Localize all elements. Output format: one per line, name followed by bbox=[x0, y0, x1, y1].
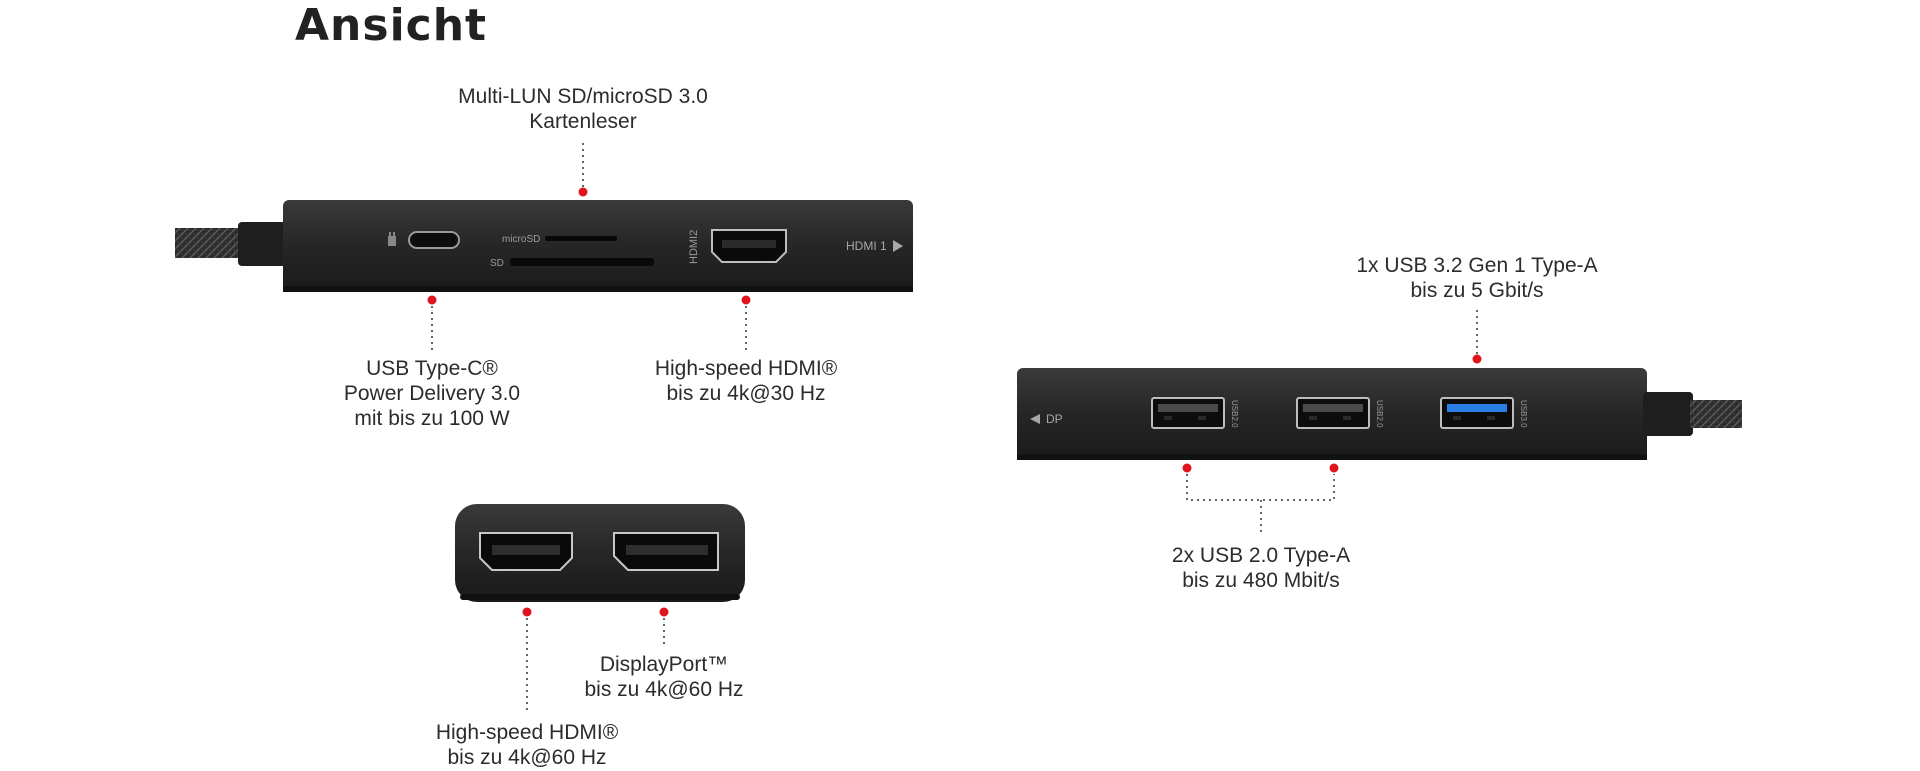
sd-slot bbox=[510, 258, 654, 266]
hub-top-body bbox=[283, 200, 913, 292]
callout-usb-c-line2: Power Delivery 3.0 bbox=[343, 382, 521, 405]
callout-displayport: DisplayPort™ bis zu 4k@60 Hz bbox=[554, 652, 774, 702]
hdmi2-port-label: HDMI2 bbox=[688, 230, 700, 264]
left-arrow-icon bbox=[1030, 414, 1040, 424]
usb30-port bbox=[1440, 397, 1514, 429]
callout-card-reader-line2: Kartenleser bbox=[529, 110, 637, 133]
cable-left bbox=[175, 228, 245, 258]
usb20-port-1-label: USB2.0 bbox=[1230, 400, 1239, 428]
hub-right: DP USB2.0 USB2.0 USB3.0 bbox=[1017, 368, 1742, 460]
usb-c-port bbox=[408, 231, 460, 249]
microsd-slot bbox=[545, 236, 617, 241]
callout-usb32: 1x USB 3.2 Gen 1 Type-A bis zu 5 Gbit/s bbox=[1327, 253, 1627, 303]
usb20-port-1 bbox=[1151, 397, 1225, 429]
callout-card-reader: Multi-LUN SD/microSD 3.0 Kartenleser bbox=[433, 84, 733, 134]
play-arrow-icon bbox=[893, 240, 903, 252]
callout-displayport-line2: bis zu 4k@60 Hz bbox=[584, 678, 744, 701]
callout-usb20-line2: bis zu 480 Mbit/s bbox=[1182, 569, 1340, 592]
callout-adapter-hdmi-line2: bis zu 4k@60 Hz bbox=[447, 746, 607, 769]
callout-usb-c-marker bbox=[427, 295, 437, 350]
usb30-port-label: USB3.0 bbox=[1519, 400, 1528, 428]
cable-strain-relief bbox=[238, 222, 286, 266]
power-plug-icon bbox=[388, 232, 396, 246]
page-title: Ansicht bbox=[295, 0, 488, 51]
hub-top: microSD SD HDMI2 HDMI 1 bbox=[175, 200, 913, 292]
cable-strain-relief-right bbox=[1643, 392, 1693, 436]
callout-usb-c: USB Type-C® Power Delivery 3.0 mit bis z… bbox=[307, 356, 557, 431]
callout-usb-c-line1: USB Type-C® bbox=[366, 357, 498, 380]
microsd-port-label: microSD bbox=[502, 234, 540, 245]
callout-adapter-hdmi: High-speed HDMI® bis zu 4k@60 Hz bbox=[417, 720, 637, 770]
callout-adapter-hdmi-line1: High-speed HDMI® bbox=[435, 721, 619, 744]
callout-hdmi-top: High-speed HDMI® bis zu 4k@30 Hz bbox=[621, 356, 871, 406]
adapter bbox=[455, 504, 745, 602]
callout-usb32-marker bbox=[1472, 310, 1482, 364]
callout-displayport-line1: DisplayPort™ bbox=[599, 653, 729, 676]
usb20-port-2-label: USB2.0 bbox=[1375, 400, 1384, 428]
cable-right bbox=[1690, 400, 1742, 428]
usb20-port-2 bbox=[1296, 397, 1370, 429]
hdmi1-port-label: HDMI 1 bbox=[846, 239, 887, 253]
callout-usb32-line2: bis zu 5 Gbit/s bbox=[1410, 279, 1544, 302]
callout-usb20-marker bbox=[1182, 463, 1339, 536]
adapter-body bbox=[455, 504, 745, 602]
dp-port-label: DP bbox=[1046, 412, 1063, 426]
callout-hdmi-top-marker bbox=[741, 295, 751, 350]
sd-port-label: SD bbox=[490, 258, 504, 269]
callout-hdmi-top-line1: High-speed HDMI® bbox=[654, 357, 838, 380]
callout-usb-c-line3: mit bis zu 100 W bbox=[354, 407, 510, 430]
callout-usb32-line1: 1x USB 3.2 Gen 1 Type-A bbox=[1356, 254, 1598, 277]
callout-card-reader-line1: Multi-LUN SD/microSD 3.0 bbox=[458, 85, 708, 108]
callout-hdmi-top-line2: bis zu 4k@30 Hz bbox=[666, 382, 826, 405]
callout-card-reader-marker bbox=[578, 143, 588, 197]
callout-adapter-hdmi-marker bbox=[522, 607, 532, 714]
callout-displayport-marker bbox=[659, 607, 669, 644]
callout-usb20-line1: 2x USB 2.0 Type-A bbox=[1171, 544, 1351, 567]
callout-usb20: 2x USB 2.0 Type-A bis zu 480 Mbit/s bbox=[1121, 543, 1401, 593]
